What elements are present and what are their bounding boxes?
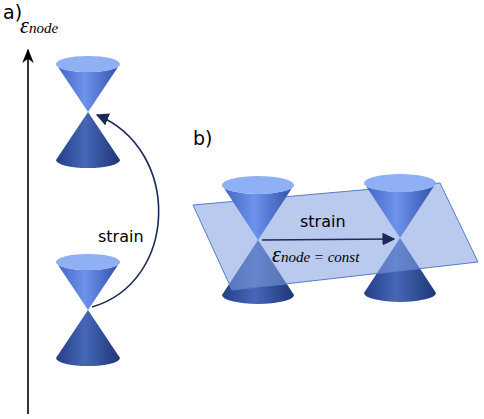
plane-label: εnode = const	[272, 243, 359, 268]
strain-arrow	[92, 115, 159, 307]
strain-arrow	[262, 239, 394, 240]
arrow-label: strain	[98, 228, 144, 246]
panel-label: b)	[193, 128, 212, 149]
panel-label: a)	[3, 2, 22, 23]
arrow-label: strain	[300, 213, 346, 231]
axis-label: εnode	[20, 14, 58, 39]
energy-axis	[27, 50, 29, 414]
